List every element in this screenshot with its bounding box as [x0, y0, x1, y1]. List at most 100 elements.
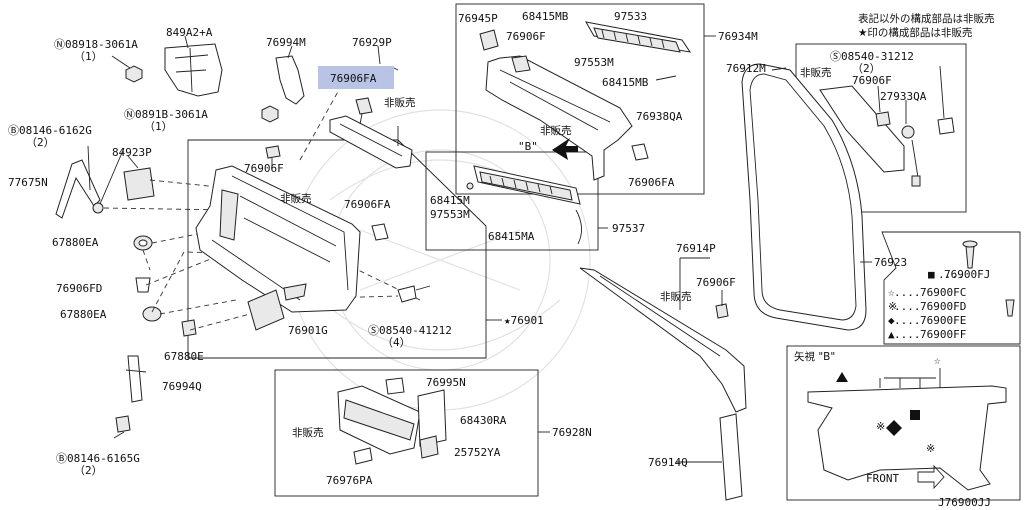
clip-icon-head	[962, 240, 978, 248]
label-08540-41212[interactable]: Ⓢ08540-41212	[368, 324, 452, 337]
label-hihanbai: 非販売	[280, 192, 312, 205]
legend-code[interactable]: 76900FE	[920, 314, 966, 327]
svg-text:....: ....	[894, 314, 921, 327]
label-27933QA[interactable]: 27933QA	[880, 90, 927, 103]
label-qty: （2）	[74, 464, 103, 477]
label-97533[interactable]: 97533	[614, 10, 647, 23]
label-qty: （1）	[144, 120, 173, 133]
label-76914Q[interactable]: 76914Q	[648, 456, 688, 469]
front-arrow-icon	[917, 464, 945, 490]
label-67880EA[interactable]: 67880EA	[60, 308, 107, 321]
label-76929P[interactable]: 76929P	[352, 36, 392, 49]
label-76912M[interactable]: 76912M	[726, 62, 766, 75]
svg-text:....: ....	[938, 268, 965, 281]
label-08918-3061A[interactable]: Ⓝ08918-3061A	[54, 38, 138, 51]
legend-code[interactable]: 76900FJ	[944, 268, 990, 281]
note-star-nonsale: ★印の構成部品は非販売	[858, 26, 972, 39]
rear-side-parts	[819, 85, 955, 187]
label-76934M[interactable]: 76934M	[718, 30, 758, 43]
label-76906F[interactable]: 76906F	[506, 30, 546, 43]
label-84923P[interactable]: 84923P	[112, 146, 152, 159]
label-0891B-3061A[interactable]: Ⓝ0891B-3061A	[124, 108, 208, 121]
label-76901[interactable]: ★76901	[504, 314, 544, 327]
trim-76934M-group	[479, 21, 692, 181]
note-nonsale-parts: 表記以外の構成部品は非販売	[858, 12, 995, 25]
label-76914P[interactable]: 76914P	[676, 242, 716, 255]
label-97553M[interactable]: 97553M	[430, 208, 470, 221]
svg-text:....: ....	[894, 300, 921, 313]
label-76994Q[interactable]: 76994Q	[162, 380, 202, 393]
label-hihanbai: 非販売	[660, 290, 692, 303]
label-hihanbai: 非販売	[540, 124, 572, 137]
trim-piece-76929P	[329, 45, 413, 169]
trim-76914P	[579, 267, 747, 501]
label-qty: （2）	[26, 136, 55, 149]
label-68430RA[interactable]: 68430RA	[460, 414, 507, 427]
legend-symbol-kome: ※	[888, 300, 897, 313]
legend-row: ※ 76900FD	[888, 300, 966, 313]
label-08146-6165G[interactable]: Ⓑ08146-6165G	[56, 452, 140, 465]
part-labels: Ⓝ08918-3061A （1） 849A2+A 76994M 76929P 7…	[8, 10, 927, 487]
label-76906F[interactable]: 76906F	[696, 276, 736, 289]
view-b-title: 矢視 "B"	[794, 350, 835, 363]
clip-icon	[965, 245, 975, 269]
label-97553M[interactable]: 97553M	[574, 56, 614, 69]
legend-row: ■ 76900FJ	[928, 268, 990, 281]
label-76923[interactable]: 76923	[874, 256, 907, 269]
view-b-front-label: FRONT	[866, 472, 899, 485]
label-08540-31212[interactable]: Ⓢ08540-31212	[830, 50, 914, 63]
label-76906FD[interactable]: 76906FD	[56, 282, 102, 295]
trim-97537-group	[466, 165, 582, 245]
leader-lines	[393, 35, 945, 463]
symbol-legend: ■ 76900FJ ☆ 76900FC ※ 76900FD ◆ 76900FE …	[888, 240, 1015, 341]
label-68415M[interactable]: 68415M	[430, 194, 470, 207]
label-76994M[interactable]: 76994M	[266, 36, 306, 49]
legend-code[interactable]: 76900FD	[920, 300, 966, 313]
label-76906F[interactable]: 76906F	[244, 162, 284, 175]
label-68415MA[interactable]: 68415MA	[488, 230, 535, 243]
label-76906FA[interactable]: 76906FA	[344, 198, 391, 211]
label-77675N[interactable]: 77675N	[8, 176, 48, 189]
legend-row: ◆ 76900FE	[888, 314, 966, 327]
label-hihanbai: 非販売	[800, 66, 832, 79]
trim-panel-76901	[195, 145, 431, 331]
legend-row: ▲ 76900FF	[888, 328, 966, 341]
label-hihanbai: 非販売	[292, 426, 324, 439]
svg-text:....: ....	[894, 286, 921, 299]
legend-code[interactable]: 76900FF	[920, 328, 966, 341]
diagram-code: J76900JJ	[938, 496, 991, 509]
label-25752YA[interactable]: 25752YA	[454, 446, 501, 459]
weatherstrip-76923	[741, 63, 867, 331]
label-76976PA[interactable]: 76976PA	[326, 474, 373, 487]
label-76945P[interactable]: 76945P	[458, 12, 498, 25]
label-67880EA[interactable]: 67880EA	[52, 236, 99, 249]
label-68415MB[interactable]: 68415MB	[522, 10, 569, 23]
legend-row: ☆ 76900FC	[888, 286, 966, 299]
svg-text:....: ....	[894, 328, 921, 341]
label-76928N[interactable]: 76928N	[552, 426, 592, 439]
label-76906FA-highlighted[interactable]: 76906FA	[330, 72, 377, 85]
trim-76928N-group	[337, 377, 447, 465]
view-b-kome-marker: ※	[876, 420, 885, 433]
label-68415MB[interactable]: 68415MB	[602, 76, 649, 89]
label-76938QA[interactable]: 76938QA	[636, 110, 683, 123]
highlight-76906FA	[318, 66, 394, 89]
label-76995N[interactable]: 76995N	[426, 376, 466, 389]
label-qty: （1）	[74, 50, 103, 63]
part-shapes	[55, 35, 305, 439]
label-76906F[interactable]: 76906F	[852, 74, 892, 87]
label-849A2[interactable]: 849A2+A	[166, 26, 213, 39]
label-08146-6162G[interactable]: Ⓑ08146-6162G	[8, 124, 92, 137]
label-76901G[interactable]: 76901G	[288, 324, 328, 337]
label-qty: （4）	[382, 336, 411, 349]
legend-symbol-triangle: ▲	[888, 328, 895, 341]
view-b-detail	[807, 368, 1007, 491]
view-b-star-marker: ☆	[934, 354, 941, 367]
label-97537[interactable]: 97537	[612, 222, 645, 235]
label-76906FA[interactable]: 76906FA	[628, 176, 675, 189]
label-67880E[interactable]: 67880E	[164, 350, 204, 363]
clip-icon	[1005, 299, 1015, 317]
view-b-arrow-label: "B"	[518, 140, 538, 153]
legend-code[interactable]: 76900FC	[920, 286, 966, 299]
